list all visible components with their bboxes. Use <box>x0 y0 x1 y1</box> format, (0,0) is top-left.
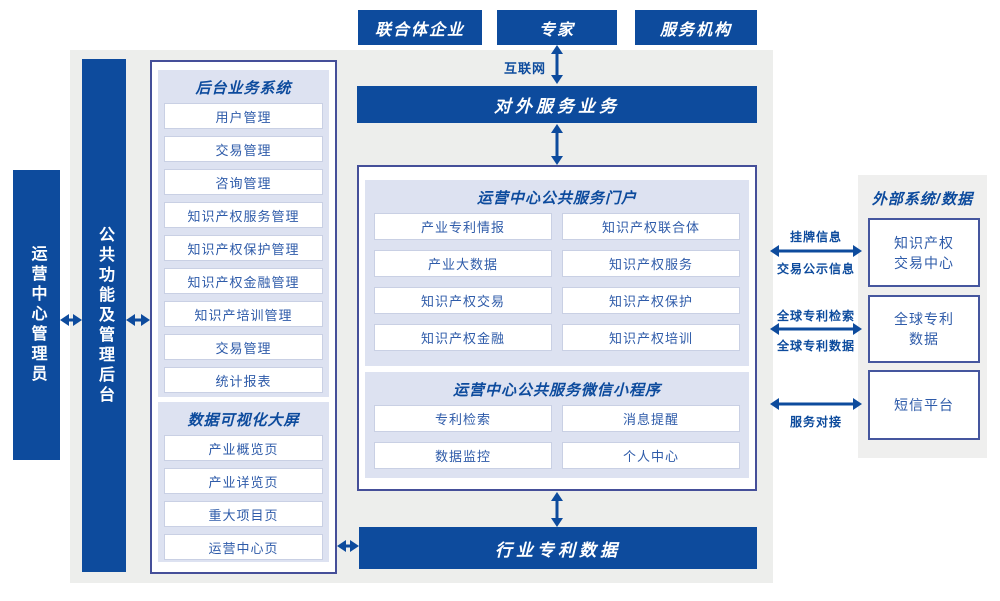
miniprogram-panel: 运营中心公共服务微信小程序 专利检索 消息提醒 数据监控 个人中心 <box>365 372 749 478</box>
external-systems-title: 外部系统/数据 <box>871 191 974 208</box>
arrow-global-patent <box>770 322 862 336</box>
backstage-item: 咨询管理 <box>164 169 323 195</box>
portal-panel: 运营中心公共服务门户 产业专利情报 知识产权联合体 产业大数据 知识产权服务 知… <box>365 180 749 366</box>
external-box-line: 短信平台 <box>894 397 954 413</box>
backstage-panel: 后台业务系统 用户管理 交易管理 咨询管理 知识产权服务管理 知识产权保护管理 … <box>158 70 329 397</box>
industry-patent-data-bar: 行业专利数据 <box>359 527 757 569</box>
arrow-portal-industry <box>550 492 564 527</box>
miniprogram-item: 数据监控 <box>374 442 552 469</box>
internet-label: 互联网 <box>503 61 546 76</box>
miniprogram-title: 运营中心公共服务微信小程序 <box>452 382 661 399</box>
backstage-list: 用户管理 交易管理 咨询管理 知识产权服务管理 知识产权保护管理 知识产权金融管… <box>158 103 329 393</box>
portal-title: 运营中心公共服务门户 <box>476 190 637 207</box>
actor-label: 服务机构 <box>659 21 732 39</box>
portal-item: 知识产权保护 <box>562 287 740 314</box>
actor-label: 联合体企业 <box>374 21 465 39</box>
miniprogram-item: 专利检索 <box>374 405 552 432</box>
arrow-internet <box>550 45 564 84</box>
arrow-common-backstage <box>126 313 150 327</box>
arrow-trade-center <box>770 244 862 258</box>
operation-admin-bar: 运营中心管理员 <box>13 170 60 460</box>
dashboard-list: 产业概览页 产业详览页 重大项目页 运营中心页 <box>158 435 329 560</box>
external-box-sms-platform: 短信平台 <box>868 370 980 440</box>
portal-item: 知识产权联合体 <box>562 213 740 240</box>
link-label-trade-notice: 交易公示信息 <box>776 262 855 276</box>
actor-label: 专家 <box>538 21 575 39</box>
external-box-line: 交易中心 <box>894 254 954 271</box>
arrow-dashboard-industry <box>337 539 359 553</box>
arrow-sms-platform <box>770 397 862 411</box>
backstage-item: 交易管理 <box>164 334 323 360</box>
dashboard-item: 产业详览页 <box>164 468 323 494</box>
external-service-bar: 对外服务业务 <box>357 86 757 123</box>
backstage-item: 知识产培训管理 <box>164 301 323 327</box>
dashboard-item: 重大项目页 <box>164 501 323 527</box>
common-functions-bar: 公共功能及管理后台 <box>82 59 126 572</box>
backstage-item: 知识产权金融管理 <box>164 268 323 294</box>
portal-item: 产业专利情报 <box>374 213 552 240</box>
link-label-global-data: 全球专利数据 <box>776 339 855 353</box>
actor-expert: 专家 <box>497 10 617 45</box>
backstage-item: 交易管理 <box>164 136 323 162</box>
arrow-admin-common <box>60 313 82 327</box>
link-label-global-search: 全球专利检索 <box>776 309 855 323</box>
external-box-line: 全球专利 <box>894 311 954 327</box>
link-label-listing-info: 挂牌信息 <box>789 230 842 244</box>
external-box-ip-trade-center: 知识产权 交易中心 <box>868 218 980 287</box>
dashboard-panel: 数据可视化大屏 产业概览页 产业详览页 重大项目页 运营中心页 <box>158 402 329 562</box>
miniprogram-item: 消息提醒 <box>562 405 740 432</box>
portal-item: 知识产权金融 <box>374 324 552 351</box>
dashboard-item: 产业概览页 <box>164 435 323 461</box>
backstage-item: 统计报表 <box>164 367 323 393</box>
portal-item: 知识产权交易 <box>374 287 552 314</box>
backstage-item: 知识产权保护管理 <box>164 235 323 261</box>
backstage-item: 知识产权服务管理 <box>164 202 323 228</box>
dashboard-title: 数据可视化大屏 <box>187 412 300 429</box>
actor-consortium-enterprise: 联合体企业 <box>358 10 482 45</box>
portal-item: 知识产权培训 <box>562 324 740 351</box>
portal-item: 知识产权服务 <box>562 250 740 277</box>
miniprogram-item: 个人中心 <box>562 442 740 469</box>
dashboard-item: 运营中心页 <box>164 534 323 560</box>
portal-item: 产业大数据 <box>374 250 552 277</box>
link-label-service-dock: 服务对接 <box>789 415 842 429</box>
portal-grid: 产业专利情报 知识产权联合体 产业大数据 知识产权服务 知识产权交易 知识产权保… <box>365 213 749 351</box>
external-box-line: 数据 <box>909 331 939 347</box>
actor-service-agency: 服务机构 <box>635 10 757 45</box>
external-box-line: 知识产权 <box>894 234 954 251</box>
external-box-global-patent-data: 全球专利 数据 <box>868 295 980 363</box>
backstage-title: 后台业务系统 <box>195 80 292 97</box>
arrow-service-portal <box>550 124 564 165</box>
miniprogram-grid: 专利检索 消息提醒 数据监控 个人中心 <box>365 405 749 469</box>
backstage-item: 用户管理 <box>164 103 323 129</box>
